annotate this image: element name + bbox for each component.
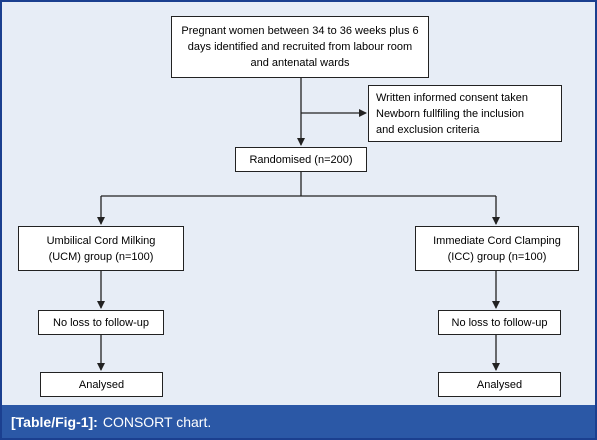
icc-analysed-box: Analysed bbox=[438, 372, 561, 397]
ucm-analysed-box: Analysed bbox=[40, 372, 163, 397]
ucm-followup-box: No loss to follow-up bbox=[38, 310, 164, 335]
figure-caption: [Table/Fig-1]: CONSORT chart. bbox=[2, 405, 595, 438]
ucm-group-box: Umbilical Cord Milking (UCM) group (n=10… bbox=[18, 226, 184, 271]
consent-box: Written informed consent taken Newborn f… bbox=[368, 85, 562, 142]
flowchart-connectors bbox=[97, 78, 500, 371]
icc-followup-box: No loss to follow-up bbox=[438, 310, 561, 335]
caption-label: [Table/Fig-1]: bbox=[11, 413, 98, 430]
randomised-box: Randomised (n=200) bbox=[235, 147, 367, 172]
recruitment-box: Pregnant women between 34 to 36 weeks pl… bbox=[171, 16, 429, 78]
consort-flowchart: Pregnant women between 34 to 36 weeks pl… bbox=[2, 2, 595, 405]
caption-text: CONSORT chart. bbox=[102, 413, 212, 430]
icc-group-box: Immediate Cord Clamping (ICC) group (n=1… bbox=[415, 226, 579, 271]
